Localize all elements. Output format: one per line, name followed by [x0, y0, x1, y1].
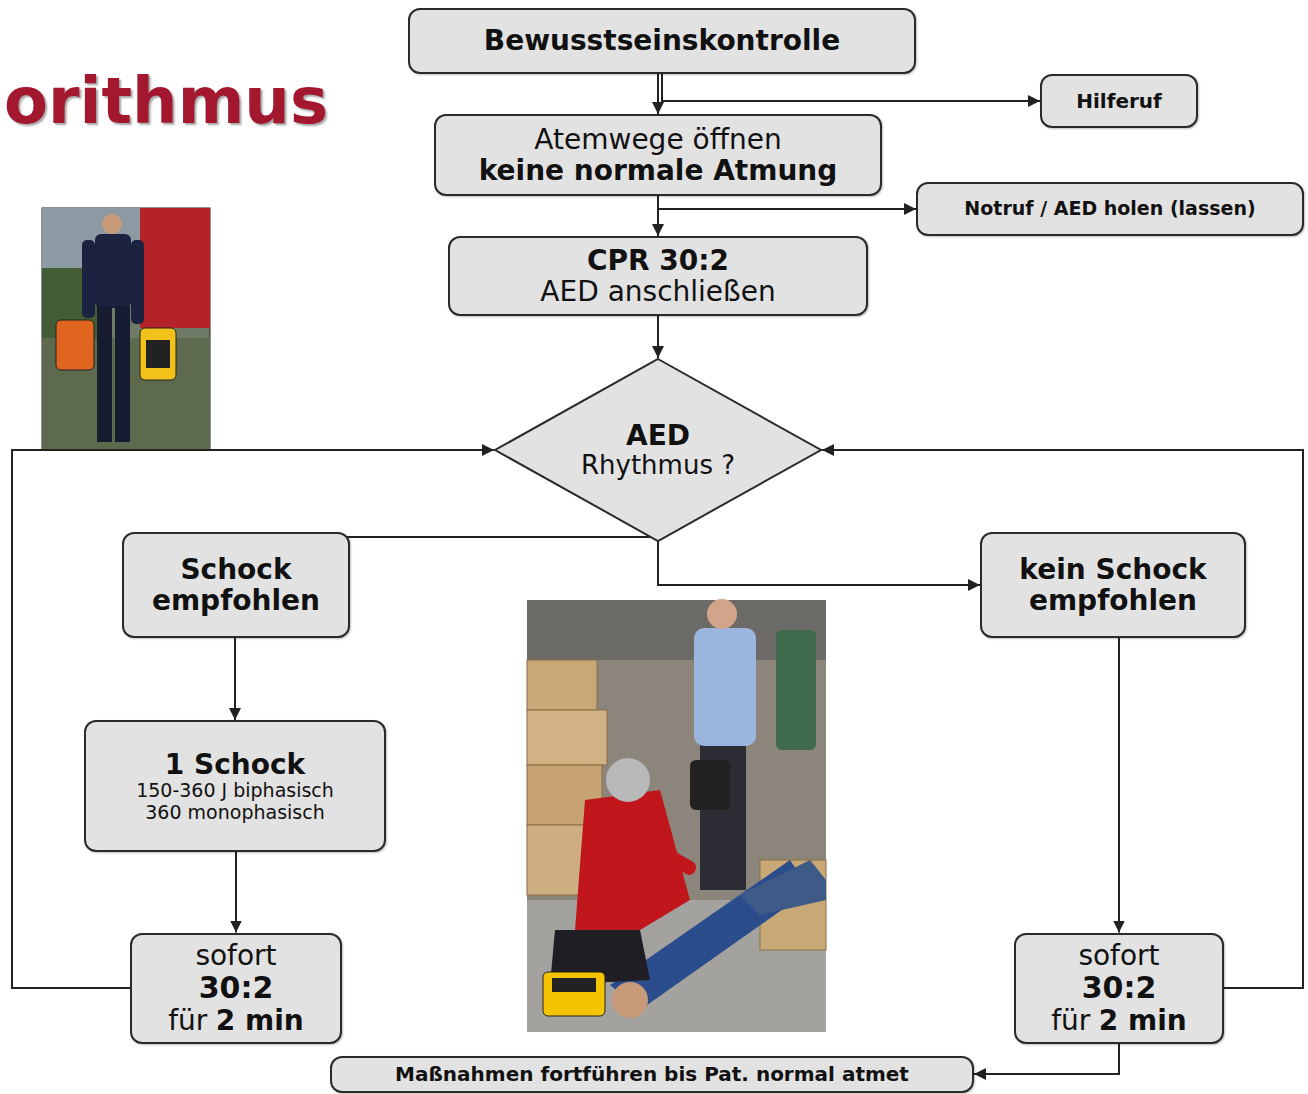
title: orithmus — [4, 66, 328, 136]
node-text: Maßnahmen fortführen bis Pat. normal atm… — [395, 1063, 909, 1085]
text-row: für 2 min — [1051, 1005, 1186, 1036]
action-box: Notruf / AED holen (lassen) — [916, 182, 1304, 236]
node-text: Schock empfohlen — [141, 554, 331, 617]
uniform-shirt — [95, 234, 131, 308]
node-text: sofort — [195, 940, 276, 971]
node-text: Atemwege öffnen — [534, 124, 781, 155]
node-text: 360 monophasisch — [145, 802, 324, 823]
flow-arrow — [12, 450, 494, 988]
node-text: 1 Schock — [165, 749, 305, 780]
photo-background — [42, 208, 210, 450]
shock-box: 1 Schock150-360 J biphasisch360 monophas… — [84, 720, 386, 852]
aed-front — [146, 340, 170, 368]
node-text: AED anschließen — [540, 276, 775, 307]
flow-arrow — [1118, 638, 1120, 933]
flow-arrow — [822, 450, 1303, 988]
node-text: 30:2 — [1082, 971, 1157, 1005]
node-text: Notruf / AED holen (lassen) — [964, 198, 1255, 219]
black-bag — [690, 760, 730, 810]
arm — [131, 240, 144, 324]
rescuer-head — [606, 758, 650, 802]
green-bag — [776, 630, 816, 750]
rescuer-arm — [648, 840, 698, 877]
node-text: sofort — [1078, 940, 1159, 971]
node-text: keine normale Atmung — [479, 155, 838, 186]
photo-background — [527, 600, 826, 1032]
flow-arrow — [974, 1044, 1119, 1075]
node-text: CPR 30:2 — [587, 245, 729, 276]
text-stack: Atemwege öffnenkeine normale Atmung — [479, 124, 838, 187]
process-box: Atemwege öffnenkeine normale Atmung — [434, 114, 882, 196]
fire-truck — [140, 208, 210, 328]
node-text: für — [1051, 1005, 1090, 1036]
text-stack: kein Schock empfohlen — [999, 554, 1227, 617]
text-stack: sofort30:2für 2 min — [168, 940, 303, 1036]
node-text: Bewusstseinskontrolle — [484, 25, 840, 56]
leg — [97, 306, 112, 442]
flow-arrow — [234, 638, 236, 720]
result-box: Schock empfohlen — [122, 532, 350, 638]
aed-device — [543, 972, 605, 1016]
node-text: 2 min — [1099, 1005, 1187, 1036]
node-text: für — [168, 1005, 207, 1036]
footer-box: Maßnahmen fortführen bis Pat. normal atm… — [330, 1056, 974, 1093]
node-text: AED — [626, 420, 690, 451]
patient-head — [612, 982, 648, 1018]
patient-jeans — [740, 860, 826, 915]
text-stack: Hilferuf — [1076, 90, 1162, 112]
text-row: für 2 min — [168, 1005, 303, 1036]
text-stack: Notruf / AED holen (lassen) — [964, 198, 1255, 219]
flow-arrow — [662, 74, 1040, 101]
standing-man-head — [707, 599, 737, 629]
action-box: Hilferuf — [1040, 74, 1198, 128]
aed-panel — [552, 978, 596, 992]
node-text: 2 min — [216, 1005, 304, 1036]
result-box: kein Schock empfohlen — [980, 532, 1246, 638]
leg — [115, 306, 130, 442]
text-stack: Maßnahmen fortführen bis Pat. normal atm… — [395, 1063, 909, 1085]
node-text: 30:2 — [199, 971, 274, 1005]
text-stack: AEDRhythmus ? — [581, 420, 735, 480]
decision-diamond: AEDRhythmus ? — [494, 358, 822, 542]
text-stack: sofort30:2für 2 min — [1051, 940, 1186, 1036]
flow-arrow — [658, 542, 980, 585]
node-text: kein Schock empfohlen — [999, 554, 1227, 617]
text-stack: CPR 30:2AED anschließen — [540, 245, 775, 308]
cpr-box: sofort30:2für 2 min — [1014, 933, 1224, 1044]
flow-arrow — [235, 852, 237, 933]
paramedic-photo — [42, 208, 210, 450]
carton — [527, 825, 587, 895]
node-text: Hilferuf — [1076, 90, 1162, 112]
process-box: CPR 30:2AED anschließen — [448, 236, 868, 316]
carton — [527, 660, 597, 710]
text-stack: Schock empfohlen — [141, 554, 331, 617]
flow-arrow — [658, 196, 916, 209]
arm — [82, 240, 95, 318]
carton — [527, 710, 607, 765]
process-box: Bewusstseinskontrolle — [408, 8, 916, 74]
text-stack: Bewusstseinskontrolle — [484, 25, 840, 56]
cpr-photo — [527, 599, 826, 1032]
node-text: 150-360 J biphasisch — [136, 780, 334, 801]
node-text: Rhythmus ? — [581, 451, 735, 480]
aed-case — [140, 328, 176, 380]
orange-case — [56, 320, 94, 370]
standing-man-shirt — [694, 628, 756, 746]
flow-arrow — [657, 316, 659, 358]
head — [102, 214, 122, 234]
text-stack: 1 Schock150-360 J biphasisch360 monophas… — [136, 749, 334, 823]
flow-arrow — [657, 74, 659, 114]
cpr-box: sofort30:2für 2 min — [130, 933, 342, 1044]
diamond-shape — [495, 359, 821, 541]
